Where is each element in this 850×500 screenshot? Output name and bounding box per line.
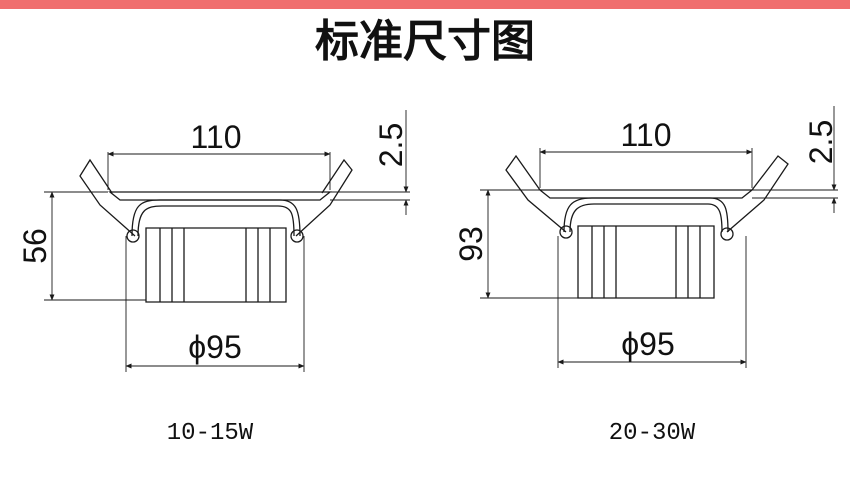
drawing-10-15w [44, 110, 410, 372]
flange-outline [538, 189, 754, 199]
screw-right [720, 227, 734, 241]
width-dimension-2: 110 [620, 117, 671, 153]
bracket-arc [563, 197, 729, 233]
spring-clip-left [79, 158, 136, 237]
heatsink-body [577, 225, 715, 299]
spring-clip-right [726, 155, 789, 233]
flange-outline [108, 191, 332, 201]
screw-left [559, 225, 573, 239]
bracket-arc [131, 199, 301, 237]
height-dimension-1: 56 [17, 228, 53, 264]
flange-dimension-2: 2.5 [803, 120, 839, 164]
screw-right [290, 229, 304, 243]
screw-left [126, 229, 140, 243]
page-title: 标准尺寸图 [315, 16, 535, 67]
width-dimension-1: 110 [190, 119, 241, 155]
diameter-dimension-1: ϕ95 [188, 329, 242, 365]
drawing-20-30w [480, 106, 838, 368]
spring-clip-right [295, 158, 353, 237]
wattage-caption-2: 20-30W [608, 420, 696, 447]
flange-dimension-1: 2.5 [373, 123, 409, 167]
height-dimension-2: 93 [453, 226, 489, 262]
top-accent-bar [0, 0, 850, 9]
heatsink-body [145, 227, 287, 303]
wattage-caption-1: 10-15W [166, 420, 254, 447]
spring-clip-left [505, 154, 567, 233]
diameter-dimension-2: ϕ95 [621, 326, 675, 362]
